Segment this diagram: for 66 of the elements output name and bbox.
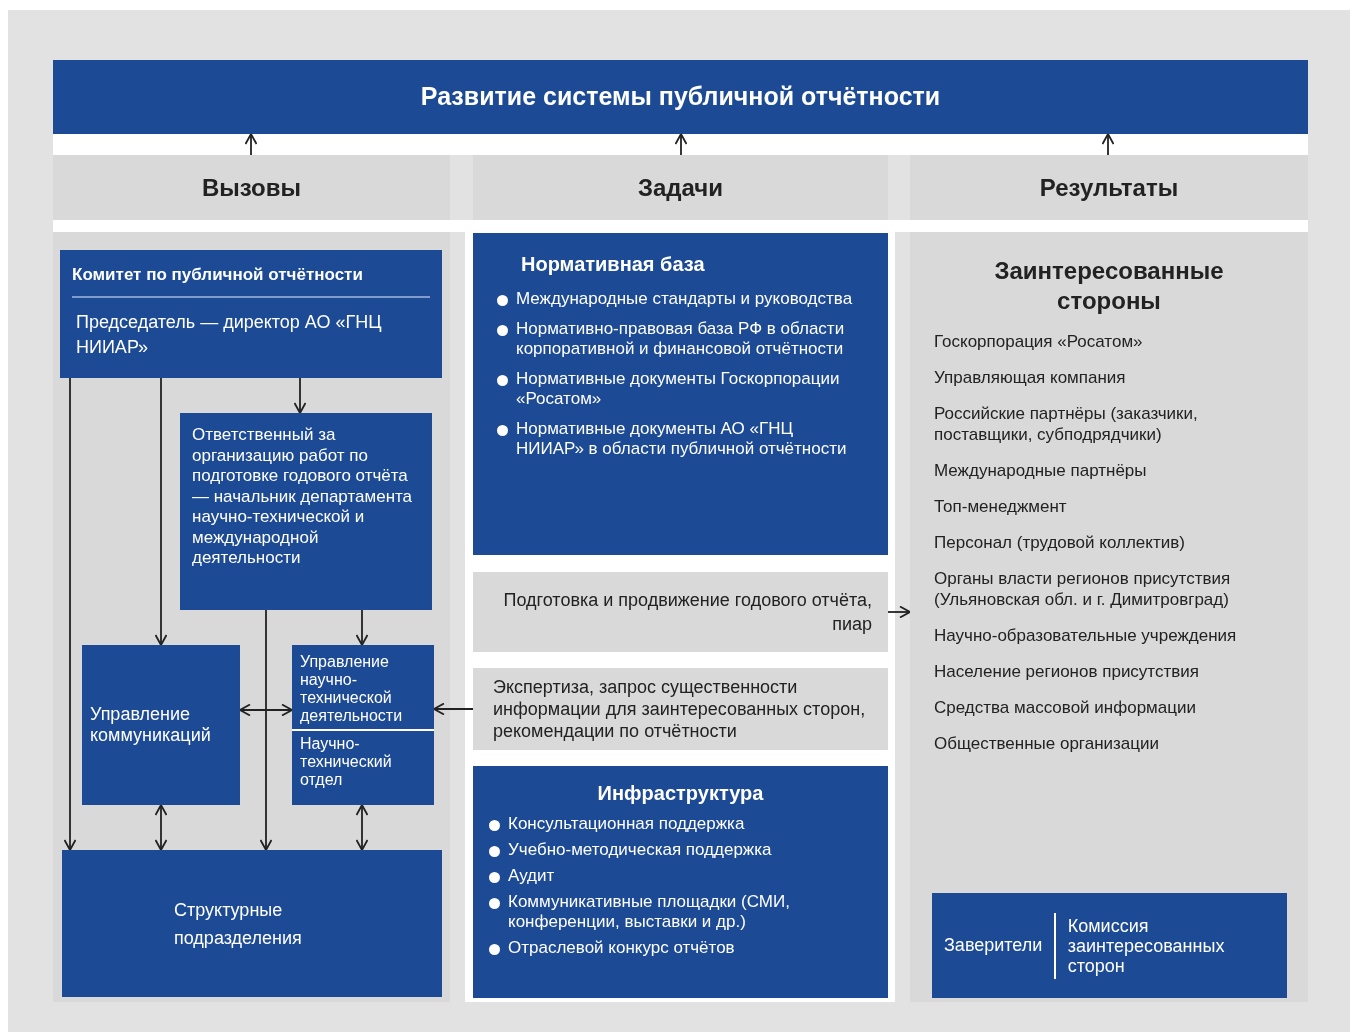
column-header — [53, 155, 450, 220]
stakeholder-text: Средства массовой информации — [934, 697, 1197, 718]
arrow — [244, 133, 258, 156]
bullet-text: Отраслевой конкурс отчётов — [508, 938, 735, 958]
arrow — [154, 377, 168, 646]
process-box — [60, 250, 442, 378]
column-header — [473, 155, 888, 220]
column-heading: Результаты — [1039, 172, 1179, 203]
arrow — [154, 804, 168, 851]
panel-heading: Заинтересованные стороны — [993, 256, 1225, 316]
column-header — [910, 155, 1308, 220]
process-box — [180, 413, 432, 610]
arrow — [433, 702, 474, 716]
process-box — [292, 645, 434, 805]
box-heading: Нормативная база — [520, 252, 706, 277]
bullet-text: Нормативные документы Госкорпорации «Росатом» — [516, 369, 841, 409]
process-box — [473, 668, 888, 750]
title-bar — [53, 60, 1308, 134]
box-text: Управление научно-технической деятельности — [299, 652, 404, 726]
box-text: Управление коммуникаций — [89, 704, 212, 746]
bullet-text: Международные стандарты и руководства — [516, 289, 853, 309]
box-text: Комиссия заинтересованных сторон — [1067, 915, 1226, 976]
stakeholder-text: Персонал (трудовой коллектив) — [934, 532, 1186, 553]
stakeholder-text: Население регионов присутствия — [934, 661, 1200, 682]
title-text: Развитие системы публичной отчётности — [420, 81, 941, 113]
results-panel — [910, 232, 1308, 1002]
column-heading: Задачи — [637, 172, 724, 203]
bullet-text: Нормативно-правовая база РФ в области корпоративной и финансовой отчётности — [516, 319, 846, 359]
bullet-text: Нормативные документы АО «ГНЦ НИИАР» в области публичной отчётности — [516, 419, 848, 459]
box-text: Подготовка и продвижение годового отчёта, пиар — [502, 589, 873, 636]
stakeholder-text: Госкорпорация «Росатом» — [934, 331, 1144, 352]
bullet-text: Консультационная поддержка — [508, 814, 745, 834]
arrow — [355, 804, 369, 851]
bullet-text: Аудит — [508, 866, 555, 886]
box-heading: Инфраструктура — [596, 781, 765, 806]
stakeholder-text: Топ-менеджмент — [934, 496, 1068, 517]
process-box — [473, 766, 888, 998]
process-box — [932, 893, 1287, 998]
arrow — [674, 133, 688, 156]
box-text: Ответственный за организацию работ по подготовке годового отчёта — начальник департамента научно-технической и международной деятельности — [191, 424, 414, 569]
stakeholder-text: Международные партнёры — [934, 460, 1148, 481]
arrow — [63, 377, 77, 851]
stakeholder-text: Общественные организации — [934, 733, 1161, 754]
arrow — [1101, 133, 1115, 156]
process-box — [473, 572, 888, 652]
arrow — [259, 609, 273, 851]
process-box — [82, 645, 240, 805]
arrow — [293, 377, 307, 414]
box-text: Структурные подразделения — [173, 898, 303, 950]
stakeholder-text: Российские партнёры (заказчики, поставщики, субподрядчики) — [934, 403, 1199, 445]
box-text: Заверители — [944, 934, 1043, 957]
process-box — [473, 233, 888, 555]
arrow — [887, 605, 911, 619]
stakeholder-text: Органы власти регионов присутствия (Ульяновская обл. и г. Димитровград) — [934, 568, 1232, 610]
box-text: Научно-технический отдел — [299, 734, 393, 789]
bullet-text: Учебно-методическая поддержка — [508, 840, 772, 860]
stakeholder-text: Управляющая компания — [934, 367, 1127, 388]
box-text: Председатель — директор АО «ГНЦ НИИАР» — [75, 310, 383, 359]
column-heading: Вызовы — [201, 172, 302, 203]
arrow — [355, 609, 369, 646]
box-text: Экспертиза, запрос существенности информации для заинтересованных сторон, рекомендации по отчётности — [492, 676, 867, 742]
arrow — [239, 703, 293, 717]
bullet-text: Коммуникативные площадки (СМИ, конференции, выставки и др.) — [508, 892, 791, 932]
box-heading: Комитет по публичной отчётности — [71, 264, 364, 286]
process-box — [62, 850, 442, 997]
stakeholder-text: Научно-образовательные учреждения — [934, 625, 1238, 646]
